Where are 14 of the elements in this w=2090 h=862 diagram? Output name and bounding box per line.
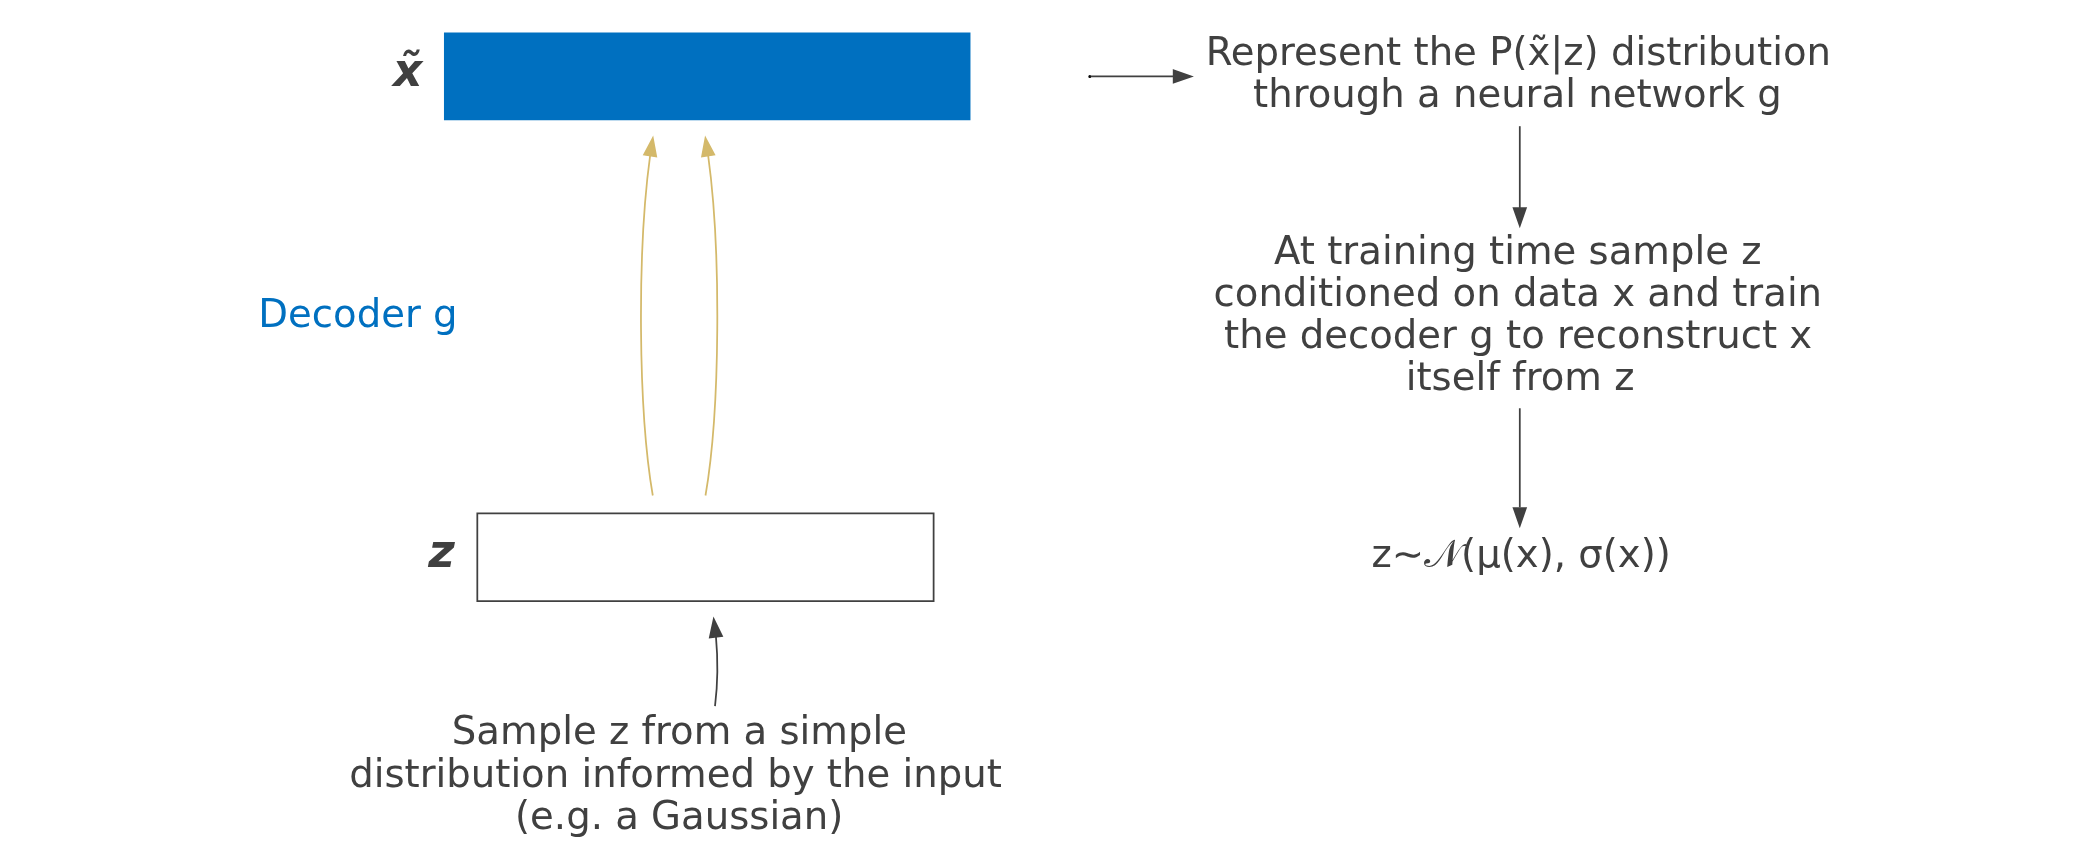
- node-label: x̃: [392, 43, 423, 97]
- node-text: Sample z from a simple distribution informed by the input (e.g. a Gaussian): [348, 708, 1002, 838]
- node-text: Represent the P(x̃|z) distribution through a neural network g: [1205, 29, 1831, 117]
- label: Decoder g: [257, 290, 458, 336]
- arrow: [1511, 125, 1527, 229]
- arrow: [1511, 407, 1527, 529]
- node-label: z: [427, 524, 455, 578]
- arrow: [1089, 69, 1194, 84]
- node-text: z∼𝒩(μ(x), σ(x)): [1370, 531, 1671, 577]
- arrow: [700, 135, 718, 497]
- node-text: At training time sample z conditioned on data x and train the decoder g to reconstruct x itself from z: [1213, 227, 1822, 399]
- arrow: [708, 616, 723, 707]
- node-box: [443, 32, 970, 121]
- arrow: [639, 135, 657, 497]
